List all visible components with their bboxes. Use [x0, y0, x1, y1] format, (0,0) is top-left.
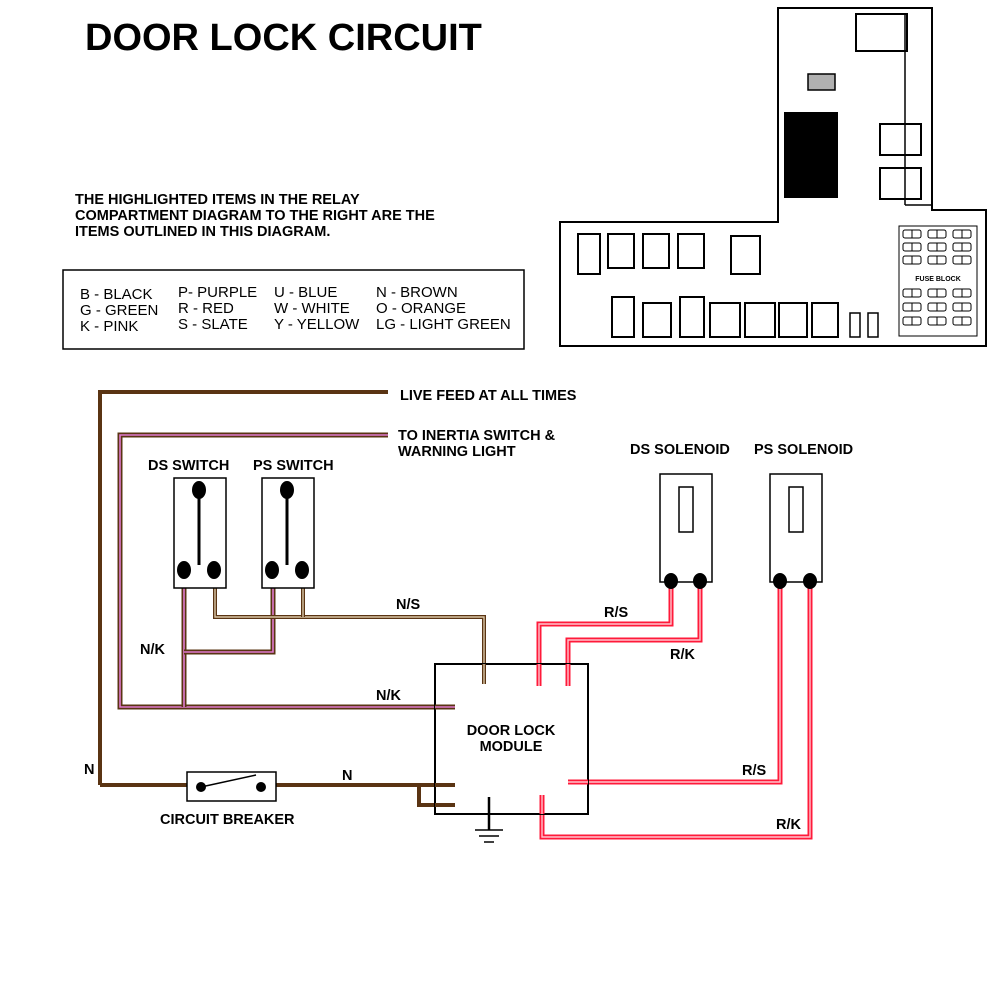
relay	[709, 302, 741, 338]
inertia-switch-label: TO INERTIA SWITCH &	[398, 428, 556, 444]
wire-label-rk: R/K	[670, 647, 696, 663]
relay	[611, 296, 635, 338]
note-line: COMPARTMENT DIAGRAM TO THE RIGHT ARE THE	[75, 208, 435, 224]
relay	[677, 233, 705, 269]
color-legend: B - BLACK G - GREEN K - PINK P- PURPLE R…	[62, 269, 525, 350]
fuse-block: FUSE BLOCK	[898, 225, 978, 337]
fuse-block-outline	[898, 225, 978, 337]
wire-nk-switches	[181, 570, 276, 707]
page-title: DOOR LOCK CIRCUIT	[85, 17, 482, 59]
fuse-block-label: FUSE BLOCK	[915, 276, 961, 283]
wire-rs-ps	[577, 583, 783, 785]
legend-entry: Y - YELLOW	[274, 316, 360, 333]
wire-label-rk: R/K	[776, 817, 802, 833]
relay	[867, 312, 879, 338]
legend-entry: O - ORANGE	[376, 300, 466, 317]
instruction-note: THE HIGHLIGHTED ITEMS IN THE RELAY COMPA…	[75, 192, 435, 240]
legend-entry: R - RED	[178, 300, 234, 317]
relay	[679, 296, 705, 338]
wire-label-rs: R/S	[742, 763, 767, 779]
module-label: MODULE	[480, 739, 543, 755]
relay	[849, 312, 861, 338]
relay	[811, 302, 839, 338]
wire-live-feed	[98, 390, 388, 785]
ds-solenoid-label: DS SOLENOID	[630, 442, 730, 458]
relay	[642, 233, 670, 269]
ds-solenoid	[659, 473, 713, 589]
highlighted-door-lock-module	[784, 112, 838, 198]
relay	[778, 302, 808, 338]
wire-rk-ps	[539, 583, 813, 840]
relay-compartment-outline	[559, 7, 987, 347]
ground-icon	[475, 797, 503, 843]
legend-entry: K - PINK	[80, 318, 138, 335]
relay	[577, 233, 601, 275]
relay-compartment-diagram: FUSE BLOCK	[559, 7, 987, 347]
wire-label-ns: N/S	[396, 597, 421, 613]
legend-box	[62, 269, 525, 350]
module-wire-stubs	[435, 664, 588, 814]
ps-solenoid-label: PS SOLENOID	[754, 442, 853, 458]
wire-rs-ds	[536, 583, 674, 685]
relay	[730, 235, 761, 275]
ps-switch-label: PS SWITCH	[253, 458, 334, 474]
ds-switch-label: DS SWITCH	[148, 458, 229, 474]
live-feed-label: LIVE FEED AT ALL TIMES	[400, 388, 577, 404]
legend-entry: G - GREEN	[80, 302, 158, 319]
wire-n-breaker	[100, 783, 455, 807]
wire-label-nk: N/K	[140, 642, 166, 658]
module-label: DOOR LOCK	[467, 723, 556, 739]
circuit-breaker	[186, 771, 277, 802]
circuit-breaker-label: CIRCUIT BREAKER	[160, 812, 295, 828]
relay	[607, 233, 635, 269]
relay	[879, 167, 922, 200]
relay	[879, 123, 922, 156]
relay	[855, 13, 908, 52]
wire-label-n: N	[84, 762, 94, 778]
relay	[642, 302, 672, 338]
legend-entry: LG - LIGHT GREEN	[376, 316, 511, 333]
legend-entry: S - SLATE	[178, 316, 248, 333]
legend-entry: P- PURPLE	[178, 284, 257, 301]
wire-label-rs: R/S	[604, 605, 629, 621]
door-lock-module	[434, 663, 589, 815]
legend-entry: U - BLUE	[274, 284, 337, 301]
legend-entry: W - WHITE	[274, 300, 350, 317]
wire-rk-ds	[565, 583, 703, 685]
note-line: ITEMS OUTLINED IN THIS DIAGRAM.	[75, 224, 330, 240]
note-line: THE HIGHLIGHTED ITEMS IN THE RELAY	[75, 192, 360, 208]
highlighted-relay-small	[807, 73, 836, 91]
wire-label-n: N	[342, 768, 352, 784]
relay	[744, 302, 776, 338]
ps-switch	[261, 477, 315, 589]
inertia-switch-label: WARNING LIGHT	[398, 444, 516, 460]
legend-entry: B - BLACK	[80, 286, 153, 303]
ps-solenoid	[769, 473, 823, 589]
legend-entry: N - BROWN	[376, 284, 458, 301]
wire-label-nk: N/K	[376, 688, 402, 704]
wire-nk-inertia	[117, 432, 455, 710]
ds-switch	[173, 477, 227, 589]
